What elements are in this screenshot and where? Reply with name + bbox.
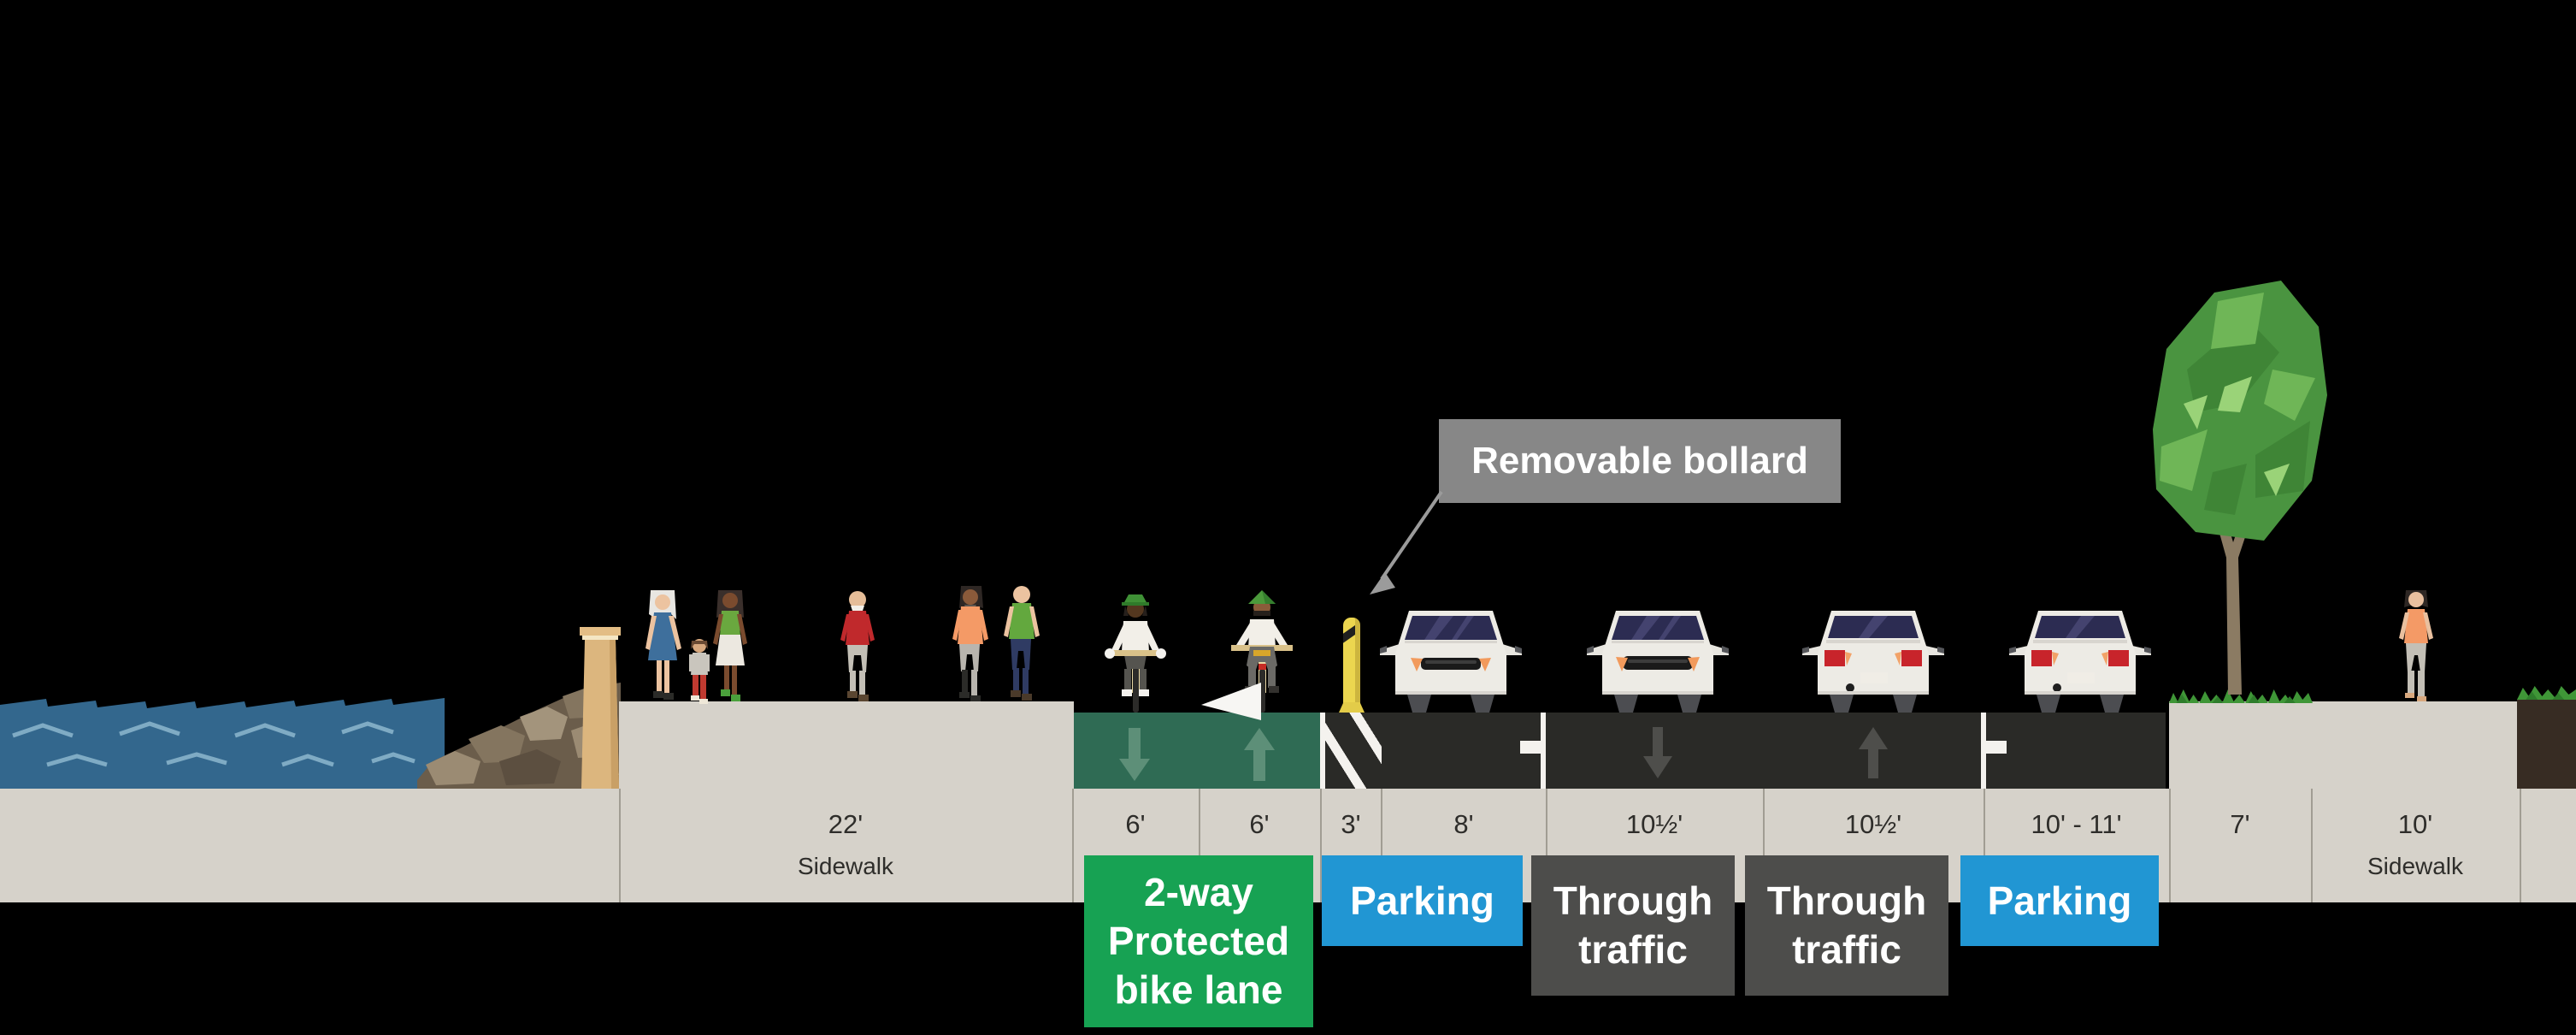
label-through-left: Through traffic	[1531, 855, 1735, 996]
band-segment-bike-north: 6'	[1199, 789, 1320, 902]
buffer-crosshatch	[1320, 713, 1382, 789]
roadway-surface	[1382, 713, 2166, 789]
band-segment-sidewalk-right: 10' Sidewalk	[2311, 789, 2520, 902]
cyclist-southbound	[1105, 594, 1166, 713]
pedestrian-woman-green-top	[713, 590, 747, 701]
label-line: Through	[1766, 878, 1927, 923]
car-through-away	[1802, 611, 1944, 713]
lane-line-tick	[1520, 741, 1541, 754]
label-parking-left: Parking	[1322, 855, 1523, 946]
label-line: Protected	[1107, 919, 1290, 963]
pedestrian-right-sidewalk	[2399, 590, 2433, 701]
two-way-bike-lane-surface	[1074, 713, 1320, 789]
band-divider	[1199, 789, 1200, 902]
label-line: Parking	[1350, 878, 1494, 923]
callout-text: Removable bollard	[1471, 440, 1808, 482]
segment-width: 6'	[1249, 809, 1270, 839]
street-tree	[2153, 281, 2327, 695]
water	[0, 698, 445, 789]
car-parked-left	[1380, 611, 1522, 713]
band-divider	[1072, 789, 1074, 902]
planter-box	[2517, 699, 2576, 789]
pedestrian-child	[689, 639, 710, 704]
right-sidewalk	[2169, 701, 2520, 789]
seawall-pillar	[580, 627, 621, 789]
label-line: traffic	[1578, 927, 1688, 972]
band-segment-sidewalk-left: 22' Sidewalk	[619, 789, 1072, 902]
segment-width: 10½'	[1625, 809, 1683, 839]
grass-strip	[2169, 689, 2313, 703]
segment-width: 3'	[1341, 809, 1361, 839]
segment-width: 10'	[2397, 809, 2433, 839]
bollard-shade	[1355, 618, 1360, 703]
band-segment-through-left: 10½'	[1546, 789, 1763, 902]
cyclist-northbound	[1231, 590, 1293, 713]
lane-line-tick	[1986, 741, 2007, 754]
band-divider	[2169, 789, 2171, 902]
removable-bollard-icon	[1343, 618, 1360, 703]
label-line: Parking	[1987, 878, 2132, 923]
band-divider	[1546, 789, 1547, 902]
segment-width: 7'	[2230, 809, 2250, 839]
segment-width: 22'	[828, 809, 864, 839]
label-line: 2-way	[1144, 870, 1253, 914]
wave-chevrons	[12, 721, 416, 767]
traffic-arrow-up	[1859, 727, 1888, 778]
lane-line-parking-right	[1981, 713, 1986, 789]
car-parked-right	[2009, 611, 2151, 713]
band-segment-through-right: 10½'	[1763, 789, 1984, 902]
pedestrian-orange-jacket	[952, 586, 988, 701]
pedestrian-woman-blue-dress	[645, 590, 681, 700]
segment-width: 8'	[1453, 809, 1474, 839]
callout-removable-bollard: Removable bollard	[1439, 419, 1841, 503]
label-bike-lane: 2-way Protected bike lane	[1084, 855, 1313, 1027]
band-segment-bike-south: 6'	[1072, 789, 1199, 902]
segment-width: 10½'	[1844, 809, 1902, 839]
band-divider	[1381, 789, 1382, 902]
label-through-right: Through traffic	[1745, 855, 1948, 996]
band-divider	[1984, 789, 1985, 902]
label-line: bike lane	[1114, 967, 1283, 1012]
label-line: traffic	[1792, 927, 1901, 972]
riprap-rocks	[417, 683, 621, 789]
segment-name: Sidewalk	[2367, 853, 2464, 879]
lane-line-parking-left	[1541, 713, 1546, 789]
band-segment-parking-right: 10' - 11'	[1984, 789, 2169, 902]
band-divider	[2520, 789, 2521, 902]
bollard-base	[1339, 702, 1365, 713]
band-divider	[1320, 789, 1322, 902]
band-divider	[1763, 789, 1765, 902]
band-divider	[2311, 789, 2313, 902]
band-divider	[619, 789, 621, 902]
band-segment-planting: 7'	[2169, 789, 2311, 902]
car-through-toward	[1587, 611, 1729, 713]
pedestrian-man-red-sweater	[840, 591, 875, 701]
segment-width: 6'	[1125, 809, 1146, 839]
pedestrian-green-shirt	[1004, 586, 1040, 701]
planter-bush	[2517, 686, 2576, 700]
callout-arrow	[1370, 490, 1443, 594]
label-parking-right: Parking	[1960, 855, 2159, 946]
left-sidewalk	[619, 701, 1074, 789]
bike-lane-arrow-up	[1244, 728, 1275, 781]
bike-lane-arrow-down	[1119, 728, 1150, 781]
white-pennant	[1201, 683, 1261, 720]
traffic-arrow-down	[1643, 727, 1672, 778]
segment-width: 10' - 11'	[2031, 809, 2122, 839]
label-line: Through	[1553, 878, 1713, 923]
band-segment-parking-left: 8'	[1382, 789, 1546, 902]
segment-name: Sidewalk	[797, 853, 894, 879]
band-segment-buffer: 3'	[1320, 789, 1382, 902]
